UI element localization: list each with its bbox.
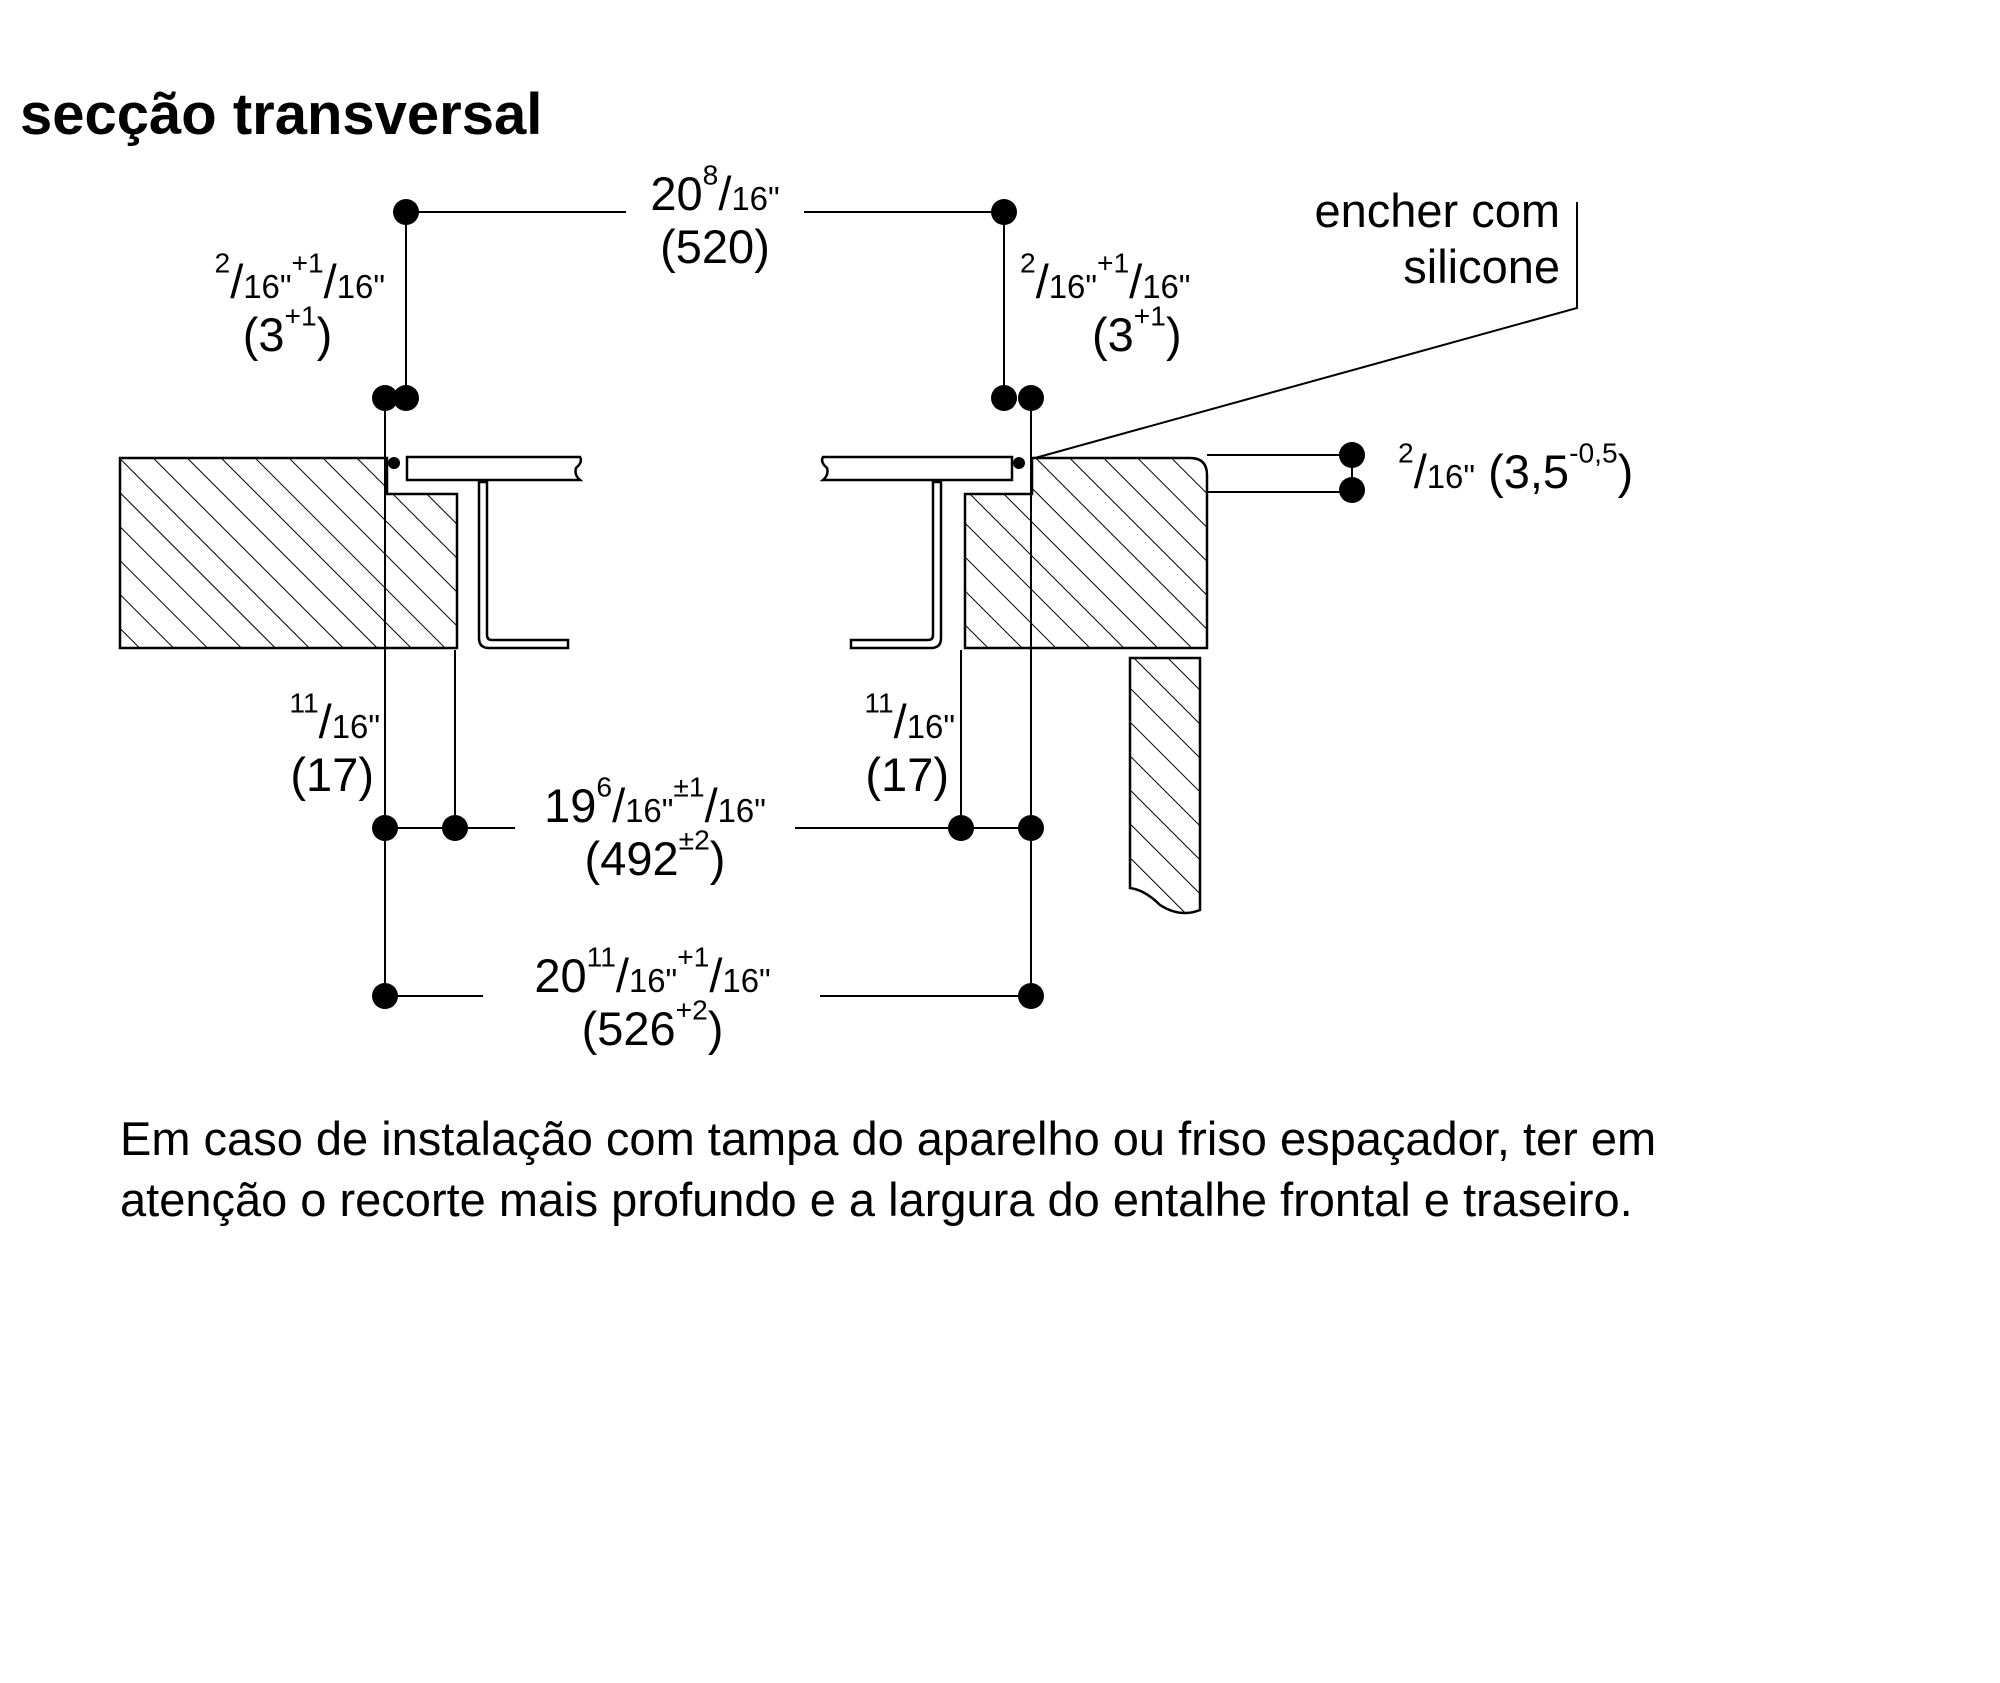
installation-note-line1: Em caso de instalação com tampa do apare… <box>120 1112 1657 1165</box>
dim-inner-width: 196/16"±1/16" (492±2) <box>544 770 766 885</box>
dim-thickness: 2/16" (3,5-0,5) <box>1398 436 1634 498</box>
dim-top-width: 208/16" (520) <box>650 158 780 273</box>
dim-cutout-width: 2011/16"+1/16" (526+2) <box>534 940 771 1055</box>
silicone-label-line1: encher com <box>1314 184 1560 237</box>
cabinet-side-panel <box>1128 656 1202 915</box>
page-title: secção transversal <box>20 82 543 147</box>
installation-note-line2: atenção o recorte mais profundo e a larg… <box>120 1173 1633 1226</box>
left-mounting-bracket <box>477 480 570 650</box>
right-mounting-bracket <box>849 480 943 650</box>
dimension-dots <box>372 199 1365 1009</box>
dim-gap-right: 2/16"+1/16" (3+1) <box>1020 246 1191 361</box>
right-glass-edge <box>819 455 1014 482</box>
dim-flange-left: 11/16" (17) <box>289 686 380 801</box>
dim-flange-right: 11/16" (17) <box>864 686 955 801</box>
right-countertop <box>963 456 1209 650</box>
silicone-label: encher com silicone <box>1314 183 1560 296</box>
installation-note: Em caso de instalação com tampa do apare… <box>120 1108 1656 1230</box>
dimension-lines <box>384 202 1578 1000</box>
left-countertop <box>118 456 459 650</box>
silicone-label-line2: silicone <box>1403 240 1560 294</box>
left-glass-edge <box>405 455 584 482</box>
dim-gap-left: 2/16"+1/16" (3+1) <box>214 246 385 361</box>
